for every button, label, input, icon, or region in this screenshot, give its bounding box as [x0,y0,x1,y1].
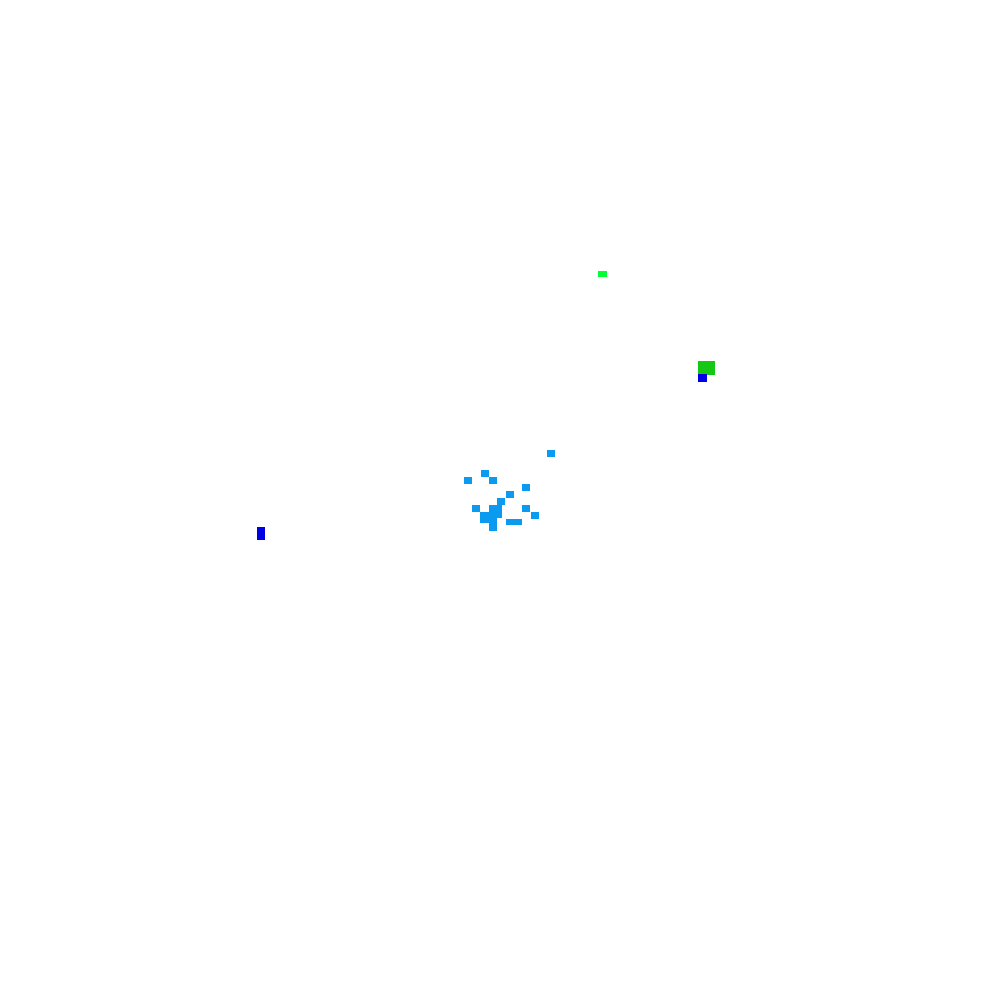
bright-green-dot-pixel [598,271,607,277]
light-blue-cluster-pixel [464,477,472,484]
dark-blue-marks-pixel [257,527,265,540]
light-blue-cluster-pixel [489,523,497,531]
light-blue-cluster-pixel [472,505,480,512]
light-blue-cluster-pixel [547,450,555,457]
light-blue-cluster-pixel [489,477,497,484]
light-blue-cluster-pixel [481,470,489,477]
light-blue-cluster-pixel [497,498,505,505]
dark-blue-marks-pixel [698,374,707,382]
light-blue-cluster-pixel [506,519,522,525]
light-blue-cluster-pixel [480,512,497,523]
light-blue-cluster-pixel [531,512,539,519]
light-blue-cluster-pixel [506,491,514,498]
light-blue-cluster-pixel [522,505,530,512]
light-blue-cluster-pixel [522,484,530,491]
green-square-pixel [698,361,715,375]
